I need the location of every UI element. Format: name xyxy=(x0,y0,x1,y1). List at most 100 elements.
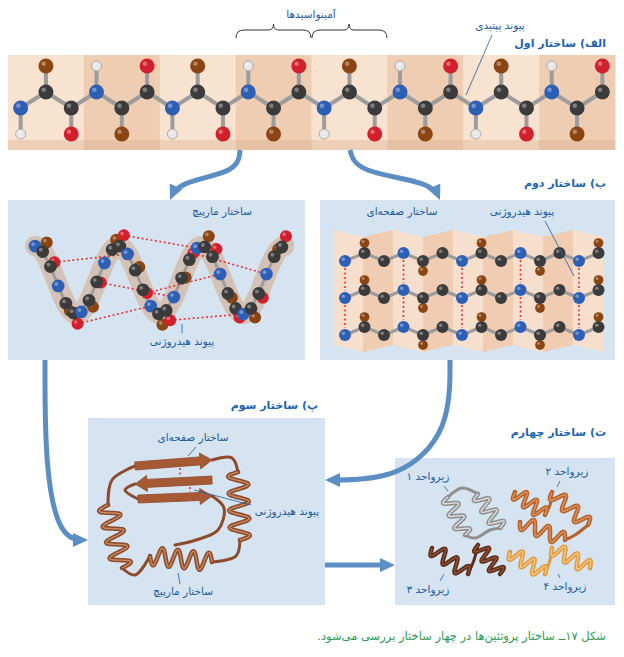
atom-highlight xyxy=(70,309,74,313)
atom-highlight xyxy=(341,257,345,261)
leader-line xyxy=(440,574,444,581)
sheet-panel: ساختار صفحه‌ایپیوند هیدروژنی xyxy=(320,200,615,360)
text-anchor: ساختار مارپیچ xyxy=(190,205,254,219)
atom-highlight xyxy=(43,239,47,243)
atom xyxy=(360,238,370,248)
helix-coil xyxy=(551,547,590,570)
atom xyxy=(495,292,507,304)
hydrogen-bond xyxy=(461,305,463,328)
atom xyxy=(114,101,129,116)
atom xyxy=(44,260,57,273)
atom xyxy=(554,284,566,296)
coil-highlight xyxy=(513,492,547,515)
atom-highlight xyxy=(224,290,228,294)
atom xyxy=(64,101,79,116)
atom-highlight xyxy=(178,274,182,278)
helix-coil xyxy=(474,494,504,528)
atom-highlight xyxy=(536,294,540,298)
atom-highlight xyxy=(185,256,189,260)
atom xyxy=(167,129,177,139)
atom-highlight xyxy=(341,331,345,335)
atom xyxy=(378,329,390,341)
atom xyxy=(593,284,605,296)
helix-coil xyxy=(520,520,565,542)
atom-highlight xyxy=(213,246,217,250)
hydrogen-bond xyxy=(189,487,191,492)
atom xyxy=(477,275,487,285)
atom xyxy=(468,101,483,116)
atom xyxy=(359,321,371,333)
atom-highlight xyxy=(479,314,482,317)
atom-highlight xyxy=(345,88,350,93)
atom-highlight xyxy=(47,263,51,267)
atom-highlight xyxy=(62,300,66,304)
atom xyxy=(378,255,390,267)
atom-highlight xyxy=(147,302,151,306)
structure-heading: ب) ساختار دوم xyxy=(522,177,608,191)
hydrogen-bond xyxy=(170,314,243,320)
atom-highlight xyxy=(245,63,248,66)
atom-highlight xyxy=(139,286,143,290)
atom xyxy=(535,303,545,313)
panel-ground xyxy=(88,418,325,605)
atom-highlight xyxy=(575,257,579,261)
hydrogen-bond xyxy=(344,268,346,291)
atom-highlight xyxy=(282,233,286,237)
atom xyxy=(342,59,357,74)
loop xyxy=(565,525,588,540)
atom xyxy=(339,292,351,304)
sheet-pleat xyxy=(543,230,573,352)
atom-highlight xyxy=(120,232,124,236)
atom xyxy=(342,85,357,100)
helix-coil xyxy=(228,472,250,540)
atom xyxy=(573,329,585,341)
atom xyxy=(183,253,196,266)
atom-highlight xyxy=(446,88,451,93)
atom-highlight xyxy=(269,130,274,135)
hydrogen-bond xyxy=(403,260,405,283)
atom xyxy=(168,291,181,304)
atom xyxy=(573,292,585,304)
hydrogen-bond xyxy=(520,297,522,320)
atom-highlight xyxy=(420,305,423,308)
atom-highlight xyxy=(269,104,274,109)
atom xyxy=(360,312,370,322)
atom-highlight xyxy=(362,314,365,317)
atom-highlight xyxy=(41,62,46,67)
atom xyxy=(595,85,610,100)
atom xyxy=(83,294,96,307)
band-shadow xyxy=(8,140,615,150)
atom-highlight xyxy=(522,130,527,135)
atom-highlight xyxy=(113,236,117,240)
atom-highlight xyxy=(478,249,482,253)
atom-highlight xyxy=(595,323,599,327)
leader-lines xyxy=(178,24,574,584)
panel-ground xyxy=(8,200,305,360)
coil-highlight xyxy=(550,492,590,525)
residue-band xyxy=(539,55,615,150)
atom xyxy=(544,85,559,100)
atom-highlight xyxy=(517,323,521,327)
atom xyxy=(519,127,534,142)
atom xyxy=(280,230,292,242)
atom xyxy=(339,255,351,267)
atom xyxy=(98,257,111,270)
flow-arrow xyxy=(45,360,88,540)
helix-coil xyxy=(150,548,212,570)
helix-coil xyxy=(550,492,590,525)
atom-highlight xyxy=(380,257,384,261)
atom xyxy=(367,127,382,142)
atom-highlight xyxy=(575,294,579,298)
atom xyxy=(160,304,173,317)
atom-highlight xyxy=(547,88,552,93)
coil-highlight xyxy=(443,497,470,535)
atom-highlight xyxy=(479,240,482,243)
quaternary-art xyxy=(395,458,615,605)
atom xyxy=(570,127,585,142)
structure-heading: الف) ساختار اول xyxy=(512,37,608,51)
atom-highlight xyxy=(439,249,443,253)
helix-panel: ساختار مارپیچپیوند هیدروژنی xyxy=(8,200,305,360)
panel-ground xyxy=(320,200,615,360)
callout-label: ساختار صفحه‌ای xyxy=(155,431,230,445)
